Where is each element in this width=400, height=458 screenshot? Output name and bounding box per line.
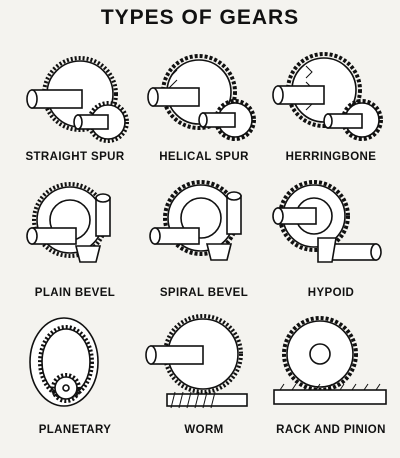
gear-cell-hypoid: HYPOID — [266, 178, 396, 313]
gear-cell-herringbone: HERRINGBONE — [266, 52, 396, 187]
helical-spur-gear-icon — [147, 54, 256, 141]
gear-cell-worm: WORM — [139, 310, 269, 445]
page-title: TYPES OF GEARS — [100, 6, 300, 29]
gear-label-worm: WORM — [184, 424, 224, 436]
worm-gear-icon — [145, 314, 248, 409]
hypoid-gear-icon — [272, 180, 382, 263]
gear-label-planetary: PLANETARY — [38, 424, 112, 436]
straight-spur-gear-icon — [26, 56, 129, 143]
spiral-bevel-gear-icon — [149, 180, 242, 261]
gear-label-hypoid: HYPOID — [307, 287, 355, 299]
gear-cell-straight-spur: STRAIGHT SPUR — [10, 52, 140, 187]
gear-label-plain-bevel: PLAIN BEVEL — [34, 287, 116, 299]
planetary-gear-icon — [29, 317, 99, 407]
plain-bevel-gear-icon — [26, 182, 111, 263]
gear-label-herringbone: HERRINGBONE — [285, 151, 377, 163]
gear-cell-rack-and-pinion: RACK AND PINION — [266, 310, 396, 445]
gear-label-rack-and-pinion: RACK AND PINION — [276, 424, 386, 436]
gear-cell-plain-bevel: PLAIN BEVEL — [10, 178, 140, 313]
herringbone-gear-icon — [272, 52, 383, 141]
gear-label-spiral-bevel: SPIRAL BEVEL — [159, 287, 249, 299]
rack-and-pinion-gear-icon — [273, 316, 387, 405]
gear-cell-helical-spur: HELICAL SPUR — [139, 52, 269, 187]
gear-label-straight-spur: STRAIGHT SPUR — [25, 151, 125, 163]
gear-cell-planetary: PLANETARY — [10, 310, 140, 445]
gear-cell-spiral-bevel: SPIRAL BEVEL — [139, 178, 269, 313]
gear-label-helical-spur: HELICAL SPUR — [159, 151, 249, 163]
